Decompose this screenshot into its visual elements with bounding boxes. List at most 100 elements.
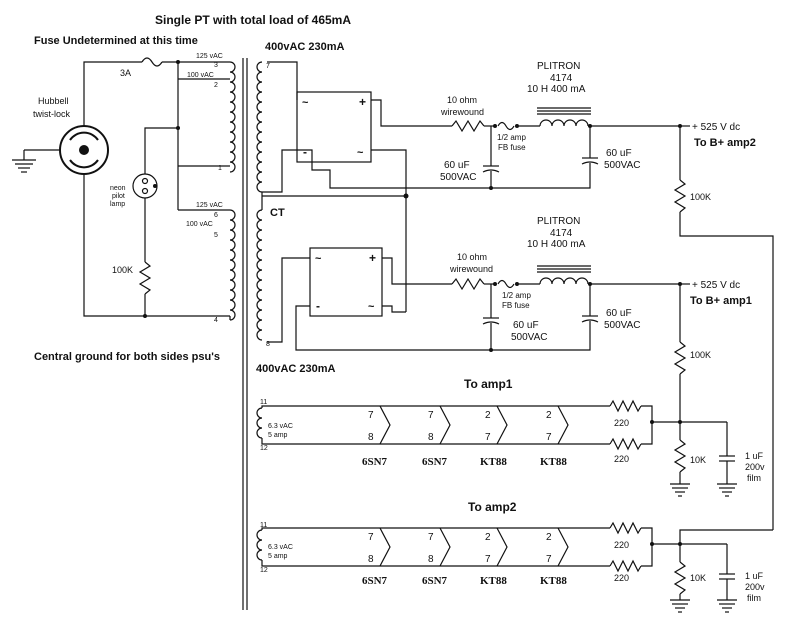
cap-top-1-line2: 500VAC bbox=[440, 172, 477, 183]
plug-label-1: Hubbell bbox=[38, 96, 69, 106]
fuse-rating: 3A bbox=[120, 68, 131, 78]
hv-secondary-bottom-icon bbox=[256, 209, 263, 341]
bleeder-top-icon bbox=[673, 179, 687, 213]
cap-bot-1-line2: 500VAC bbox=[511, 332, 548, 343]
amp1-tube-4-pin-top: 2 bbox=[546, 410, 552, 421]
voltage-top: + 525 V dc bbox=[692, 122, 740, 133]
choke-top-1: PLITRON bbox=[537, 61, 580, 72]
pri1-100-label: 100 vAC bbox=[187, 72, 214, 79]
amp2-cap-ground-icon bbox=[717, 599, 737, 613]
amp2-r3-icon bbox=[673, 561, 687, 595]
choke-bot-1: PLITRON bbox=[537, 216, 580, 227]
fb-fuse-top-icon bbox=[497, 121, 515, 131]
amp2-cap-line3: film bbox=[747, 593, 761, 603]
amp2-heater-title: To amp2 bbox=[468, 500, 517, 514]
amp2-tube-4: 2 7 KT88 bbox=[540, 527, 569, 587]
amp1-heater-title: To amp1 bbox=[464, 377, 513, 391]
amp1-ground-icon bbox=[670, 483, 690, 497]
amp2-tube-3-pin-bot: 7 bbox=[485, 554, 491, 565]
cap-top-2-line1: 60 uF bbox=[606, 148, 632, 159]
cap-top-2-line2: 500VAC bbox=[604, 160, 641, 171]
amp1-cap-line2: 200v bbox=[745, 462, 765, 472]
bridge-top-minus: - bbox=[303, 145, 307, 159]
twist-lock-plug-icon bbox=[59, 125, 109, 175]
amp2-tube-2-pin-bot: 8 bbox=[428, 554, 434, 565]
amp1-cap-line3: film bbox=[747, 473, 761, 483]
bleeder-top-label: 100K bbox=[690, 192, 711, 202]
pri2-100-label: 100 vAC bbox=[186, 221, 213, 228]
amp1-tube-1-type: 6SN7 bbox=[362, 456, 388, 468]
amp2-tube-2-pin-top: 7 bbox=[428, 532, 434, 543]
amp2-tube-4-type: KT88 bbox=[540, 575, 567, 587]
pin-4: 4 bbox=[214, 317, 218, 324]
heater-coil-amp1-icon bbox=[256, 407, 263, 439]
amp2-tube-1-pin-bot: 8 bbox=[368, 554, 374, 565]
fb-fuse-bottom-icon bbox=[497, 279, 515, 289]
primary-coil-1-icon bbox=[229, 61, 236, 173]
neon-label-2: pilot bbox=[112, 193, 125, 200]
pin-7: 7 bbox=[266, 63, 270, 70]
mains-section: Hubbell twist-lock 3A bbox=[12, 53, 236, 324]
plug-label-2: twist-lock bbox=[33, 109, 71, 119]
amp2-tube-1-type: 6SN7 bbox=[362, 575, 388, 587]
fuse-top-2: FB fuse bbox=[498, 143, 526, 152]
amp1-r1-label: 220 bbox=[614, 418, 629, 428]
pin-5: 5 bbox=[214, 232, 218, 239]
amp2-pin-top: 11 bbox=[260, 522, 267, 529]
bridge-top-ac2: ~ bbox=[357, 147, 364, 159]
bridge-bot-minus: - bbox=[316, 299, 320, 313]
ground-icon bbox=[12, 149, 60, 173]
amp1-tube-3-pin-bot: 7 bbox=[485, 432, 491, 443]
amp2-tube-1: 7 8 6SN7 bbox=[362, 527, 391, 587]
amp2-tube-4-pin-top: 2 bbox=[546, 532, 552, 543]
choke-top-icon bbox=[537, 107, 591, 127]
amp1-tube-1-pin-top: 7 bbox=[368, 410, 374, 421]
amp1-tube-3-type: KT88 bbox=[480, 456, 507, 468]
bleeder-bottom-icon bbox=[673, 341, 687, 375]
amp2-cap-line2: 200v bbox=[745, 582, 765, 592]
heater-coil-amp2-icon bbox=[256, 529, 263, 561]
amp1-winding-1: 6.3 vAC bbox=[268, 423, 293, 430]
amp1-tube-2: 7 8 6SN7 bbox=[422, 405, 451, 468]
amp2-tube-2-type: 6SN7 bbox=[422, 575, 448, 587]
amp2-tube-3: 2 7 KT88 bbox=[480, 527, 508, 587]
amp2-r3-label: 10K bbox=[690, 573, 706, 583]
pri1-125-label: 125 vAC bbox=[196, 53, 223, 60]
bridge-rectifier-top bbox=[296, 91, 372, 163]
amp1-tube-2-pin-bot: 8 bbox=[428, 432, 434, 443]
pri2-125-label: 125 vAC bbox=[196, 202, 223, 209]
dest-top: To B+ amp2 bbox=[694, 137, 756, 149]
hv-secondary-top-icon bbox=[256, 61, 263, 193]
amp1-tube-2-type: 6SN7 bbox=[422, 456, 448, 468]
cap-bot-1-line1: 60 uF bbox=[513, 320, 539, 331]
ct-label: CT bbox=[270, 207, 285, 219]
bridge-bot-plus: + bbox=[369, 251, 376, 265]
wirewound-resistor-top-icon bbox=[451, 119, 485, 133]
choke-top-3: 10 H 400 mA bbox=[527, 84, 586, 95]
amp1-winding-2: 5 amp bbox=[268, 432, 288, 439]
heater-amp2: To amp2 11 12 6.3 vAC 5 amp 7 8 6SN7 7 8… bbox=[256, 500, 773, 613]
heater-amp1: To amp1 11 12 6.3 vAC 5 amp 7 8 6SN7 7 8… bbox=[256, 377, 765, 497]
neon-pilot-lamp-icon bbox=[132, 173, 158, 199]
amp2-tube-2: 7 8 6SN7 bbox=[422, 527, 451, 587]
choke-top-2: 4174 bbox=[550, 73, 573, 84]
amp1-cap-ground-icon bbox=[717, 483, 737, 497]
cap-bot-2-icon bbox=[581, 319, 599, 323]
amp2-tube-3-type: KT88 bbox=[480, 575, 507, 587]
amp2-r1-label: 220 bbox=[614, 540, 629, 550]
amp2-pin-bot: 12 bbox=[260, 567, 268, 574]
neon-resistor-label: 100K bbox=[112, 265, 133, 275]
sec-bot-label: 400vAC 230mA bbox=[256, 363, 336, 375]
bridge-bot-ac1: ~ bbox=[315, 253, 322, 265]
amp2-tube-4-pin-bot: 7 bbox=[546, 554, 552, 565]
amp1-tube-1-pin-bot: 8 bbox=[368, 432, 374, 443]
amp1-r2-label: 220 bbox=[614, 454, 629, 464]
amp2-winding-1: 6.3 vAC bbox=[268, 544, 293, 551]
cap-top-1-icon bbox=[482, 169, 500, 173]
pin-2: 2 bbox=[214, 82, 218, 89]
res-top-1: 10 ohm bbox=[447, 95, 477, 105]
amp1-r3-label: 10K bbox=[690, 455, 706, 465]
sec-top-label: 400vAC 230mA bbox=[265, 41, 345, 53]
cap-bot-1-icon bbox=[482, 321, 500, 325]
voltage-bot: + 525 V dc bbox=[692, 280, 740, 291]
